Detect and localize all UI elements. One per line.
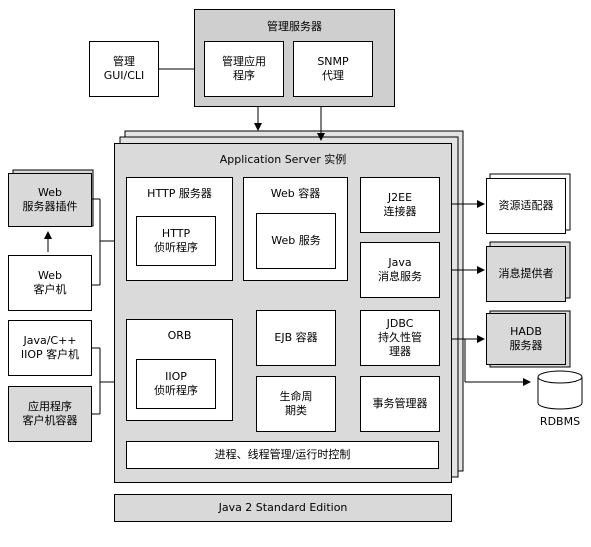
iiop-listener-box: IIOP 侦听程序: [136, 359, 216, 409]
application-server-title: Application Server 实例: [219, 153, 347, 166]
http-listener-box: HTTP 侦听程序: [136, 216, 216, 266]
management-gui-box: 管理 GUI/CLI: [89, 41, 159, 97]
web-client-box: Web 客户机: [8, 255, 92, 311]
hadb-server-box: HADB 服务器: [486, 313, 566, 365]
j2ee-connector-box: J2EE 连接器: [360, 177, 440, 233]
rdbms-cylinder: [537, 370, 583, 410]
web-service-box: Web 服务: [256, 213, 336, 269]
management-app-box: 管理应用 程序: [204, 41, 284, 97]
http-server-title: HTTP 服务器: [147, 187, 212, 200]
process-management-bar: 进程、线程管理/运行时控制: [126, 441, 439, 469]
jdbc-persistence-box: JDBC 持久性管 理器: [360, 310, 440, 366]
message-provider-box: 消息提供者: [486, 246, 566, 302]
management-server-title: 管理服务器: [267, 20, 322, 33]
web-container-title: Web 容器: [270, 187, 321, 200]
orb-title: ORB: [167, 329, 192, 342]
resource-adapter-box: 资源适配器: [486, 178, 566, 234]
ejb-container-box: EJB 容器: [256, 310, 336, 366]
transaction-manager-box: 事务管理器: [360, 376, 440, 432]
rdbms-label: RDBMS: [539, 415, 581, 428]
snmp-agent-box: SNMP 代理: [293, 41, 373, 97]
web-server-plugin-box: Web 服务器插件: [8, 173, 92, 227]
app-client-container-box: 应用程序 客户机容器: [8, 386, 92, 442]
java-message-service-box: Java 消息服务: [360, 242, 440, 298]
java-standard-edition-bar: Java 2 Standard Edition: [114, 494, 452, 522]
iiop-client-box: Java/C++ IIOP 客户机: [8, 320, 92, 376]
lifecycle-class-box: 生命周 期类: [256, 376, 336, 432]
